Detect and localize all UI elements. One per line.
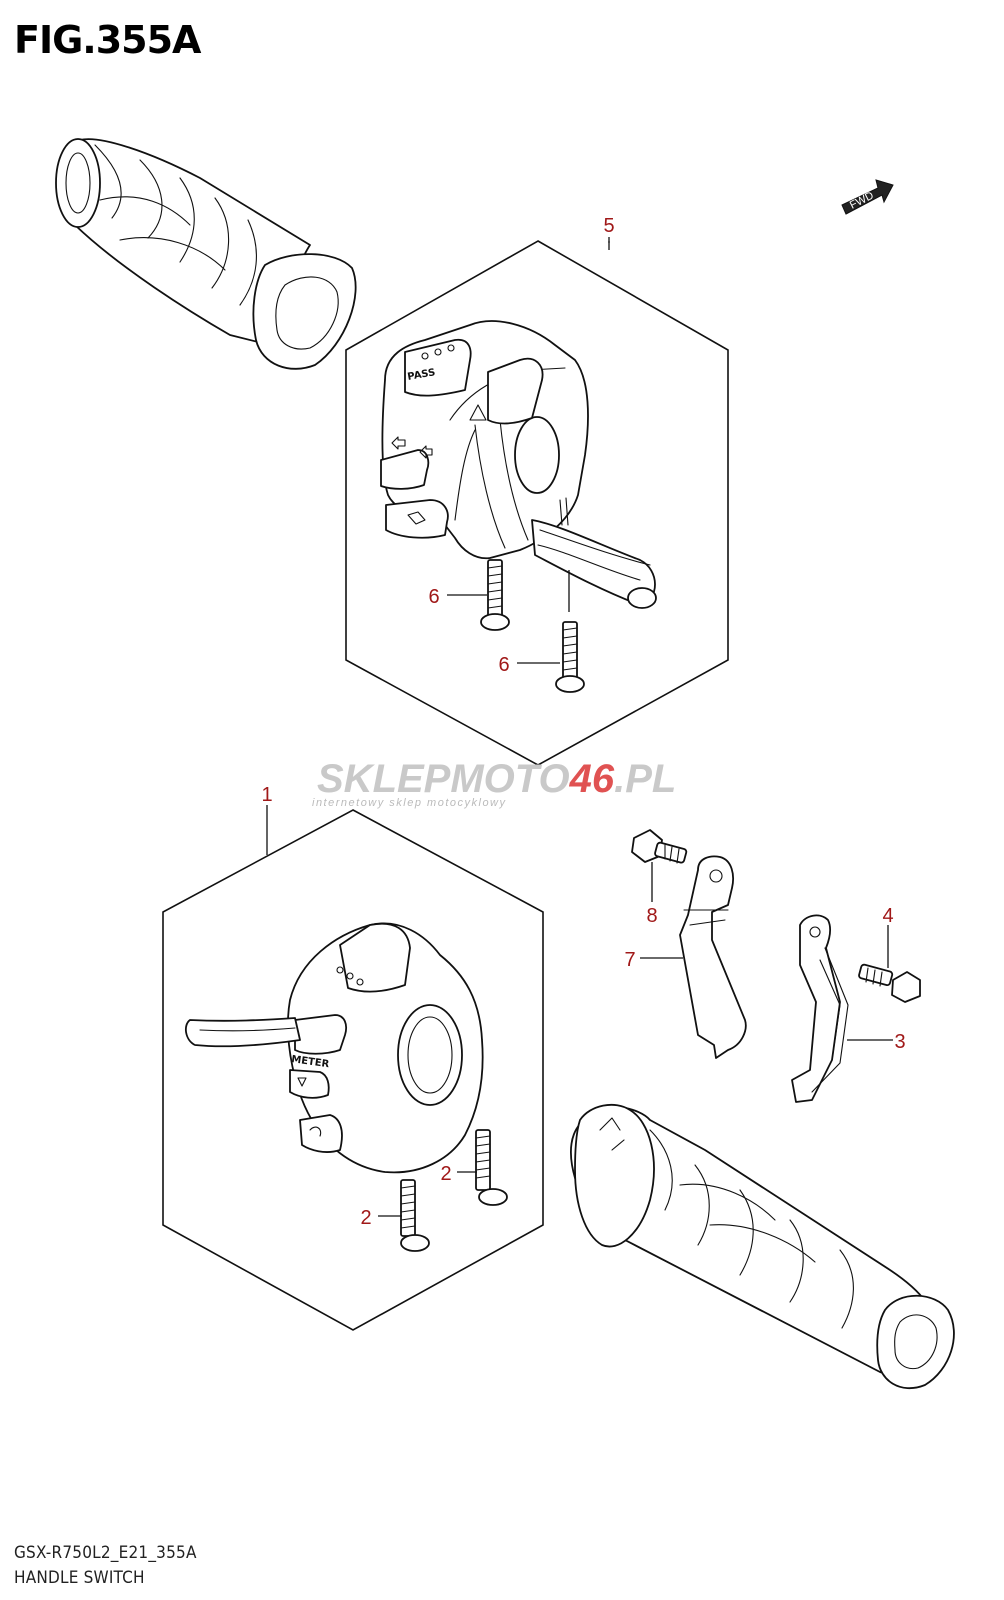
callout-6a: 6 [428, 586, 439, 608]
watermark-part2: 46 [569, 757, 615, 801]
screw-6b-part [555, 621, 585, 693]
watermark-part3: .PL [614, 757, 676, 801]
left-switch-part: METER [184, 922, 484, 1174]
callout-7: 7 [624, 949, 635, 971]
figure-code: GSX-R750L2_E21_355A [14, 1543, 197, 1563]
meter-label: METER [291, 1054, 331, 1070]
screw-6a-part [480, 559, 510, 631]
pass-label: PASS [407, 367, 437, 383]
screw-2a-part [400, 1179, 430, 1252]
callout-5: 5 [603, 215, 614, 237]
bracket-7-part [679, 855, 747, 1059]
callout-3: 3 [894, 1031, 905, 1053]
bolt-4-part [858, 963, 921, 1003]
callout-1: 1 [261, 784, 272, 806]
bracket-3-part [791, 914, 849, 1103]
callout-6b: 6 [498, 654, 509, 676]
left-grip-part [55, 138, 357, 370]
screw-2b-part [475, 1129, 508, 1206]
watermark: SKLEPMOTO46.PL internetowy sklep motocyk… [312, 757, 676, 809]
watermark-subtitle: internetowy sklep motocyklowy [312, 797, 507, 809]
bolt-8-part [631, 829, 688, 864]
fwd-arrow-icon: FWD [841, 179, 894, 215]
figure-title: FIG.355A [14, 18, 201, 62]
figure-caption: HANDLE SWITCH [14, 1568, 145, 1588]
callout-2b: 2 [360, 1207, 371, 1229]
svg-text:SKLEPMOTO46.PL: SKLEPMOTO46.PL [317, 757, 676, 801]
watermark-part1: SKLEPMOTO [317, 757, 570, 801]
right-grip-part [570, 1103, 955, 1390]
assembly-5-frame [345, 240, 729, 766]
right-switch-part: PASS [380, 320, 657, 609]
assembly-1-frame [162, 809, 544, 1331]
callout-8: 8 [646, 905, 657, 927]
fwd-label: FWD [848, 190, 876, 212]
callout-2a: 2 [440, 1163, 451, 1185]
callout-4: 4 [882, 905, 893, 927]
